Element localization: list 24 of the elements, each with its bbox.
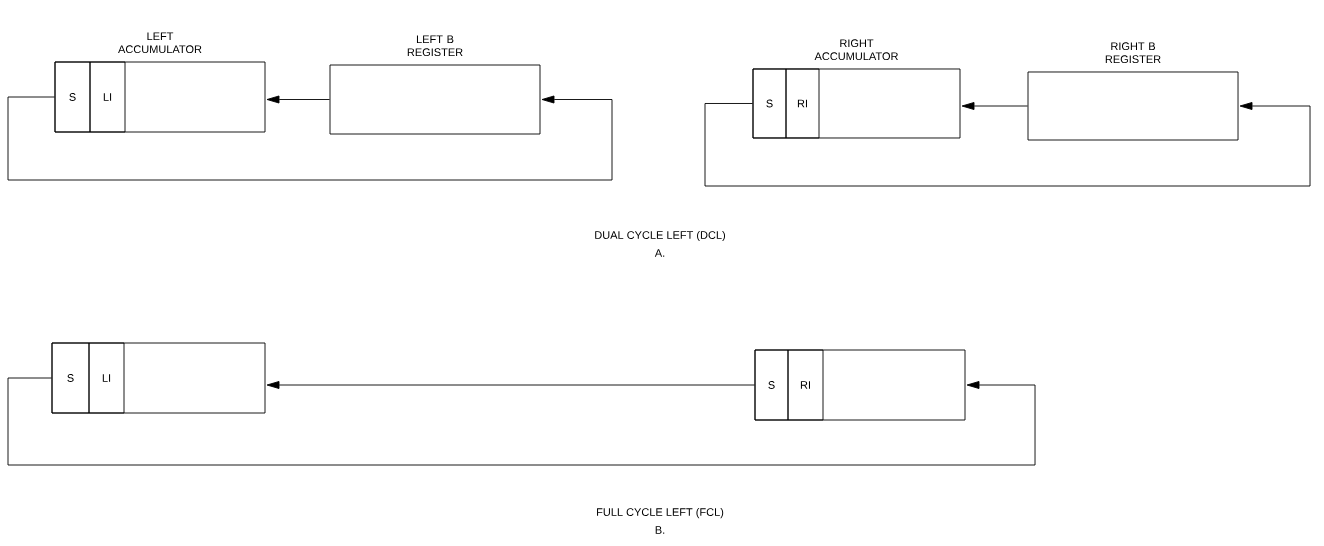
- node-label: RIGHT B REGISTER: [1105, 42, 1161, 64]
- figure-label: B.: [655, 526, 665, 534]
- node-label: LEFT ACCUMULATOR: [118, 32, 202, 54]
- arrow: [7, 95, 613, 181]
- node-label: RIGHT ACCUMULATOR: [814, 39, 898, 61]
- register-cell: LI: [88, 342, 125, 414]
- figure-caption: DUAL CYCLE LEFT (DCL): [595, 230, 725, 242]
- register-cell: RI: [785, 68, 820, 139]
- register-cell: LI: [89, 61, 126, 133]
- arrow: [266, 381, 755, 389]
- arrow: [7, 377, 1036, 466]
- register-cell: S: [752, 68, 787, 139]
- register-box: LEFT B REGISTER: [329, 35, 541, 135]
- arrow: [961, 102, 1028, 110]
- register-cell: S: [54, 61, 91, 133]
- figure-caption: FULL CYCLE LEFT (FCL): [597, 507, 724, 519]
- arrow: [704, 102, 1311, 187]
- register-box: RIGHT B REGISTER: [1027, 42, 1239, 141]
- register-cell: S: [51, 342, 90, 414]
- arrow: [266, 95, 330, 104]
- register-cell: S: [754, 349, 789, 421]
- register-cell: RI: [787, 349, 824, 421]
- node-label: LEFT B REGISTER: [407, 35, 463, 57]
- figure-label: A.: [654, 249, 665, 257]
